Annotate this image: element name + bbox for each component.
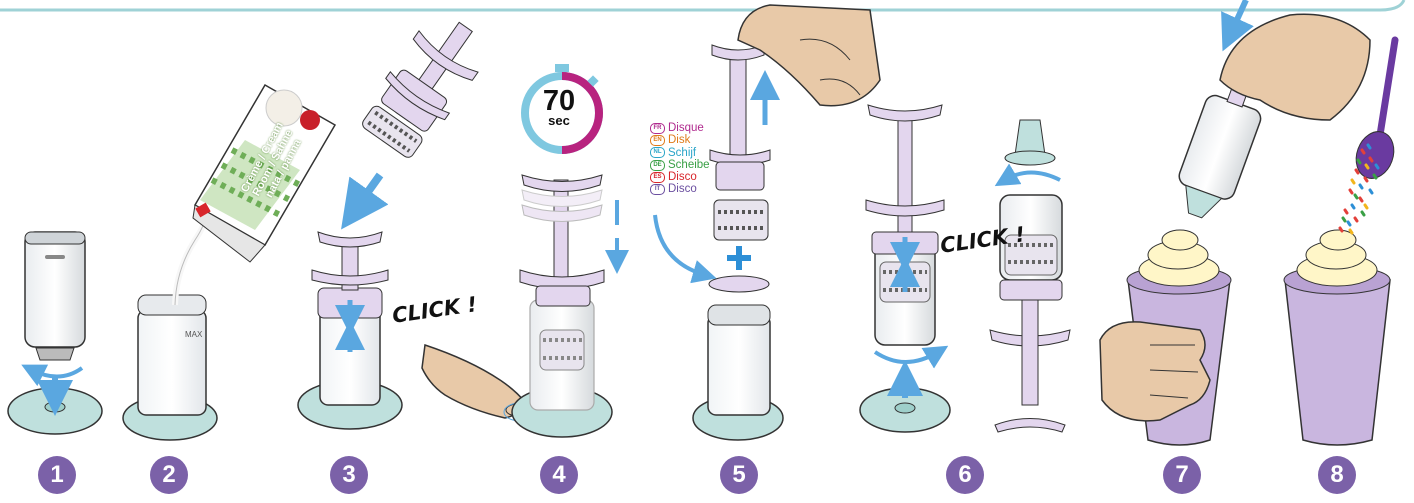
lang-code-badge: NL (650, 147, 665, 158)
step-number-5: 5 (720, 456, 758, 494)
step-5-illustration (655, 5, 880, 440)
legend-label: Disk (668, 134, 690, 146)
canister (25, 232, 85, 347)
legend-row-nl: NL Schijf (650, 147, 710, 159)
plus-icon (727, 246, 751, 270)
step-number-2: 2 (150, 456, 188, 494)
step-1-illustration (8, 232, 102, 434)
timer-readout: 70 sec (529, 87, 589, 127)
legend-label: Disco (668, 171, 697, 183)
legend-label: Disque (668, 122, 704, 134)
whipped-cream-icon (1297, 230, 1377, 286)
legend-label: Disco (668, 183, 697, 195)
curved-arrow-icon (875, 352, 938, 362)
cup (1285, 280, 1390, 445)
lang-code-badge: DE (650, 160, 665, 171)
disc-language-legend: FR Disque EN Disk NL Schijf DE Scheibe E… (650, 122, 710, 196)
step-number-8: 8 (1318, 456, 1356, 494)
max-fill-label: MAX (185, 330, 202, 339)
legend-row-de: DE Scheibe (650, 159, 710, 171)
lang-code-badge: EN (650, 135, 665, 146)
legend-row-es: ES Disco (650, 171, 710, 183)
down-arrow-icon (1230, 0, 1246, 35)
step-number-3: 3 (330, 456, 368, 494)
legend-label: Schijf (668, 147, 696, 159)
step-number-4: 4 (540, 456, 578, 494)
lang-code-badge: FR (650, 123, 665, 134)
step-6-illustration (860, 105, 1070, 432)
disassembled-unit (990, 120, 1070, 432)
legend-label: Scheibe (668, 159, 710, 171)
step-number-7: 7 (1163, 456, 1201, 494)
canister (708, 315, 770, 415)
curved-arrow-icon (1005, 173, 1060, 181)
disc (709, 276, 769, 292)
timer-value: 70 (529, 87, 589, 115)
legend-row-en: EN Disk (650, 134, 710, 146)
step-number-6: 6 (946, 456, 984, 494)
curved-arrow-icon (32, 368, 82, 377)
legend-row-it: IT Disco (650, 183, 710, 195)
timer-unit: sec (529, 115, 589, 127)
down-arrow-icon (355, 175, 380, 210)
step-3-illustration (298, 6, 536, 429)
whipped-cream-icon (1139, 230, 1219, 286)
top-frame (0, 0, 1404, 10)
lang-code-badge: ES (650, 172, 665, 183)
canister (138, 310, 206, 415)
plunger-assembly (355, 6, 495, 163)
lang-code-badge: IT (650, 184, 665, 195)
curved-arrow-icon (655, 215, 705, 275)
legend-row-fr: FR Disque (650, 122, 710, 134)
step-number-1: 1 (38, 456, 76, 494)
